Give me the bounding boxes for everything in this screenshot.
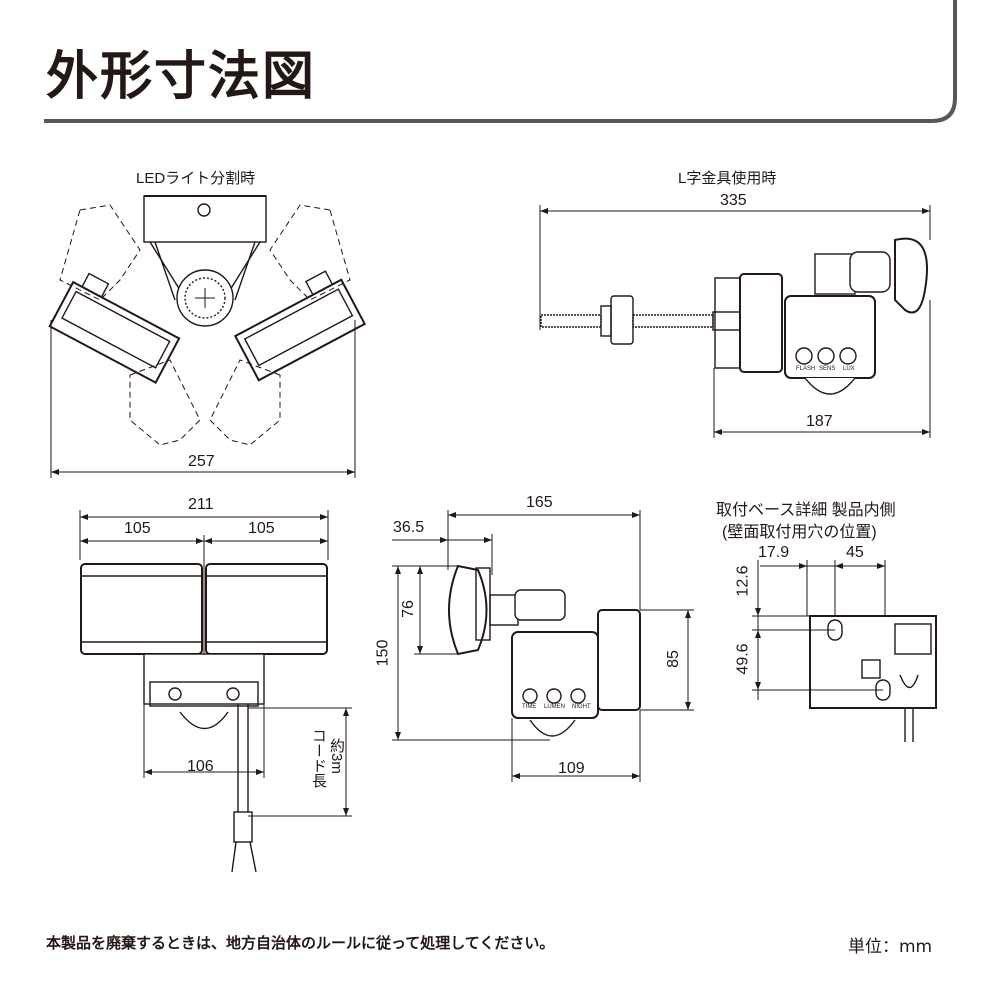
knob-lux: LUX <box>843 366 855 372</box>
side-offset-dim: 36.5 <box>393 519 425 536</box>
side-bottom-dim: 109 <box>558 760 585 777</box>
side-head-dim: 76 <box>399 600 417 618</box>
side-view-drawing <box>392 510 694 782</box>
bracket-depth-dim: 187 <box>806 413 833 430</box>
knob-flash: FLASH <box>796 366 816 372</box>
header-frame <box>44 0 957 123</box>
bracket-view-drawing <box>539 205 931 438</box>
cord-label: コード長 <box>310 728 327 788</box>
disposal-note: 本製品を廃棄するときは、地方自治体のルールに従って処理してください。 <box>46 934 555 952</box>
base-detail-drawing <box>752 560 937 742</box>
page-title: 外形寸法図 <box>46 47 317 107</box>
unit-label: 単位：mm <box>848 937 933 957</box>
front-total-dim: 211 <box>188 496 214 513</box>
bracket-total-dim: 335 <box>720 192 747 209</box>
base-y2-dim: 49.6 <box>734 643 752 675</box>
split-view-label: LEDライト分割時 <box>136 170 256 187</box>
bracket-view-label: L字金具使用時 <box>678 170 777 187</box>
split-width-dim: 257 <box>188 453 215 470</box>
split-view-drawing <box>48 195 367 478</box>
knob-time: TIME <box>522 704 537 710</box>
cord-length: 約3m <box>328 738 345 774</box>
side-box-dim: 85 <box>664 650 682 668</box>
knob-lumen: LUMEN <box>544 704 566 710</box>
front-view-drawing <box>79 510 352 873</box>
base-x1-dim: 17.9 <box>758 544 790 561</box>
base-detail-title: 取付ベース詳細 製品内側 <box>716 502 896 519</box>
knob-night: NIGHT <box>572 704 591 710</box>
base-detail-subtitle: (壁面取付用穴の位置) <box>722 524 877 541</box>
front-sensor-dim: 106 <box>187 758 214 775</box>
knob-sens: SENS <box>819 366 836 372</box>
front-left-dim: 105 <box>124 520 151 537</box>
side-height-dim: 150 <box>374 639 392 667</box>
base-y1-dim: 12.6 <box>734 565 752 597</box>
base-x2-dim: 45 <box>846 544 864 561</box>
front-right-dim: 105 <box>248 520 275 537</box>
side-total-dim: 165 <box>526 494 553 511</box>
